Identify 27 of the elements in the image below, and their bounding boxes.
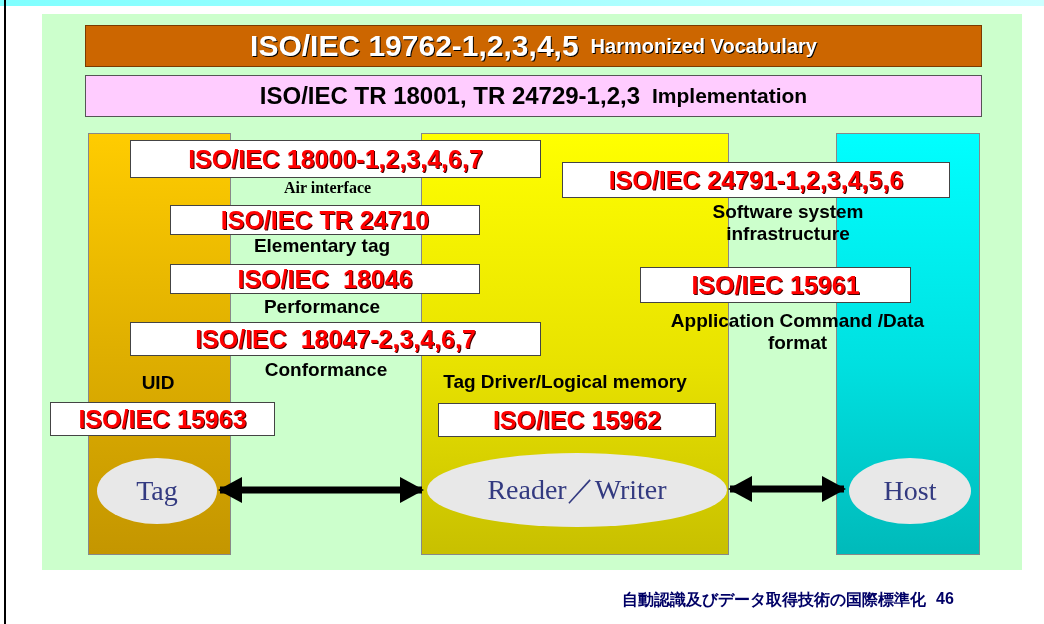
banner xyxy=(85,25,982,67)
standard-box: ISO/IEC 24791-1,2,3,4,5,6 xyxy=(562,162,950,198)
standard-box: ISO/IEC 15963 xyxy=(50,402,275,436)
ellipse-node: Tag xyxy=(97,458,217,524)
standard-box: ISO/IEC 18046 xyxy=(170,264,480,294)
standard-box: ISO/IEC 18000-1,2,3,4,6,7 xyxy=(130,140,541,178)
node-label: UID xyxy=(140,372,176,394)
banner-text: Implementation xyxy=(652,84,808,108)
node-label: Conformance xyxy=(263,359,389,381)
footer-text: 46 xyxy=(936,590,954,609)
node-label: Tag Driver/Logical memory xyxy=(442,371,688,393)
standard-box: ISO/IEC 15962 xyxy=(438,403,716,437)
ellipse-node: Host xyxy=(849,458,971,524)
banner-text: Harmonized Vocabulary xyxy=(590,34,817,58)
footer-text: 自動認識及びデータ取得技術の国際標準化 xyxy=(622,590,926,610)
node-label: Air interface xyxy=(282,179,373,198)
banner-text: ISO/IEC 19762-1,2,3,4,5 xyxy=(250,29,579,63)
standard-box: ISO/IEC TR 24710 xyxy=(170,205,480,235)
double-arrow xyxy=(218,477,424,503)
standard-box: ISO/IEC 18047-2,3,4,6,7 xyxy=(130,322,541,356)
banner xyxy=(85,75,982,117)
standard-box: ISO/IEC 15961 xyxy=(640,267,911,303)
banner-text: ISO/IEC TR 18001, TR 24729-1,2,3 xyxy=(259,82,640,110)
node-label: Elementary tag xyxy=(252,235,392,257)
ellipse-node: Reader／Writer xyxy=(427,453,727,527)
node-label: Performance xyxy=(262,296,382,318)
double-arrow xyxy=(728,476,846,502)
